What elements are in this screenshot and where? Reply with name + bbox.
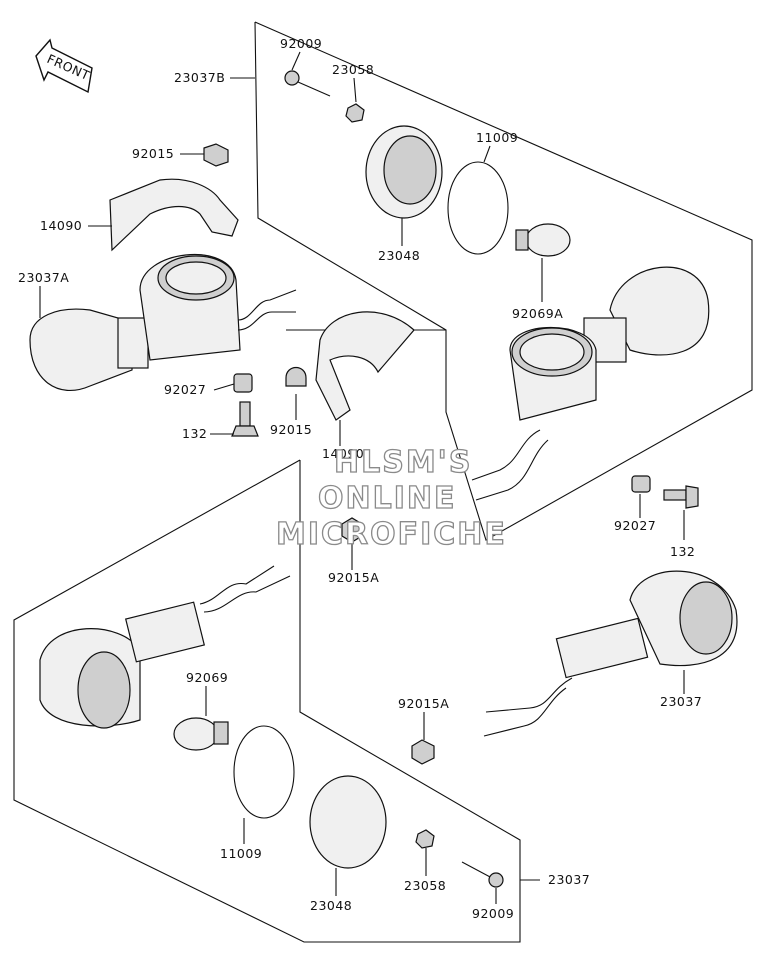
label-92009-top: 92009 bbox=[280, 36, 322, 51]
gasket-11009-top-part bbox=[447, 161, 509, 255]
label-23048-low: 23048 bbox=[310, 898, 352, 913]
group-box-top-right bbox=[254, 21, 753, 541]
bulb-92069-part bbox=[173, 717, 229, 751]
label-14090-left: 14090 bbox=[40, 218, 82, 233]
label-14090-mid: 14090 bbox=[322, 446, 364, 461]
label-23058-low: 23058 bbox=[404, 878, 446, 893]
label-92015-top: 92015 bbox=[132, 146, 174, 161]
wire-left-part bbox=[237, 289, 297, 331]
label-23037B: 23037B bbox=[174, 70, 225, 85]
label-92009-low: 92009 bbox=[472, 906, 514, 921]
watermark: HLSM'S ONLINE MICROFICHE bbox=[275, 444, 507, 552]
label-23037-low: 23037 bbox=[548, 872, 590, 887]
label-92027-right: 92027 bbox=[614, 518, 656, 533]
bulb-92069A-part bbox=[515, 223, 571, 257]
label-92015A-mid: 92015A bbox=[328, 570, 379, 585]
screw-92009-top-part bbox=[284, 70, 331, 97]
turn-signal-23037A-part bbox=[29, 253, 241, 391]
watermark-line-2: ONLINE bbox=[318, 481, 457, 516]
wire-lower-right-part bbox=[483, 677, 573, 737]
label-92015-mid: 92015 bbox=[270, 422, 312, 437]
leader-lines bbox=[39, 51, 685, 904]
label-92069: 92069 bbox=[186, 670, 228, 685]
label-132-right: 132 bbox=[670, 544, 695, 559]
clamp-14090-mid-part bbox=[315, 311, 415, 421]
label-132-left: 132 bbox=[182, 426, 207, 441]
gasket-11009-low-part bbox=[233, 725, 295, 819]
wire-lower-left-part bbox=[199, 565, 291, 613]
lens-housing-23048-low-part bbox=[309, 775, 387, 869]
label-92069A: 92069A bbox=[512, 306, 563, 321]
bolt-132-left-part bbox=[231, 401, 259, 437]
group-box-bottom bbox=[13, 459, 521, 943]
nut-92015A-low-part bbox=[411, 739, 435, 765]
turn-signal-lower-left-part bbox=[39, 601, 206, 729]
nut-92015-top-part bbox=[203, 143, 229, 167]
wire-right-top-part bbox=[471, 429, 549, 501]
label-92015A-low: 92015A bbox=[398, 696, 449, 711]
nut-23058-top-part bbox=[345, 103, 365, 123]
collar-92027-left-part bbox=[233, 373, 253, 393]
watermark-line-1: HLSM'S bbox=[334, 445, 472, 480]
nut-92015-mid-part bbox=[285, 366, 307, 387]
watermark-line-3: MICROFICHE bbox=[276, 517, 507, 552]
lens-housing-23048-top-part bbox=[365, 125, 443, 219]
turn-signal-right-top-part bbox=[509, 266, 710, 421]
nut-23058-low-part bbox=[415, 829, 435, 849]
label-23058-top: 23058 bbox=[332, 62, 374, 77]
bolt-132-right-part bbox=[663, 485, 699, 509]
screw-92009-low-part bbox=[461, 861, 504, 888]
turn-signal-23037-part bbox=[555, 570, 738, 679]
nut-92015A-mid-part bbox=[341, 517, 363, 543]
label-92027-left: 92027 bbox=[164, 382, 206, 397]
label-23037A: 23037A bbox=[18, 270, 69, 285]
front-arrow-icon: FRONT bbox=[35, 38, 93, 94]
label-11009-top: 11009 bbox=[476, 130, 518, 145]
label-23048-top: 23048 bbox=[378, 248, 420, 263]
label-11009-low: 11009 bbox=[220, 846, 262, 861]
label-23037: 23037 bbox=[660, 694, 702, 709]
clamp-14090-left-part bbox=[109, 178, 239, 252]
collar-92027-right-part bbox=[631, 475, 651, 493]
